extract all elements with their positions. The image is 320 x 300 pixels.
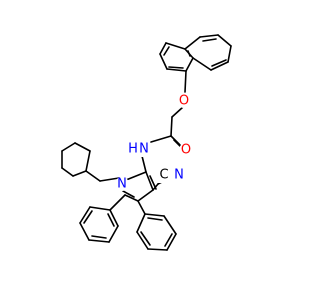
amide-hydrogen-label: H [128,142,138,157]
phenyl-ring-right [136,200,177,251]
atom-label-pyrrole-nitrogen: N [115,177,129,192]
carbonyl-oxygen-label: O [181,143,191,158]
cyano-carbon-label: C [159,168,168,183]
cyano-nitrogen-label: N [174,168,184,183]
atom-label-ether-oxygen: O [177,94,191,109]
pyrrole-ring [122,155,157,202]
cyclohexyl-ring [61,142,120,182]
atom-label-amide-nh: N H [128,141,150,157]
atom-label-cyano: C N [157,167,187,183]
chemical-structure-diagram: O O N H N C N [61,34,232,251]
molecule-canvas: O O N H N C N [61,34,232,251]
amide-nitrogen-label: N [139,142,149,157]
naphthalene-ring-b [184,34,232,71]
oxyacetamide-linker [150,70,187,150]
ether-oxygen-label: O [179,94,189,109]
pyrrole-nitrogen-label: N [117,177,127,192]
phenyl-ring-left [79,194,126,243]
atom-label-carbonyl-oxygen: O [179,143,193,158]
